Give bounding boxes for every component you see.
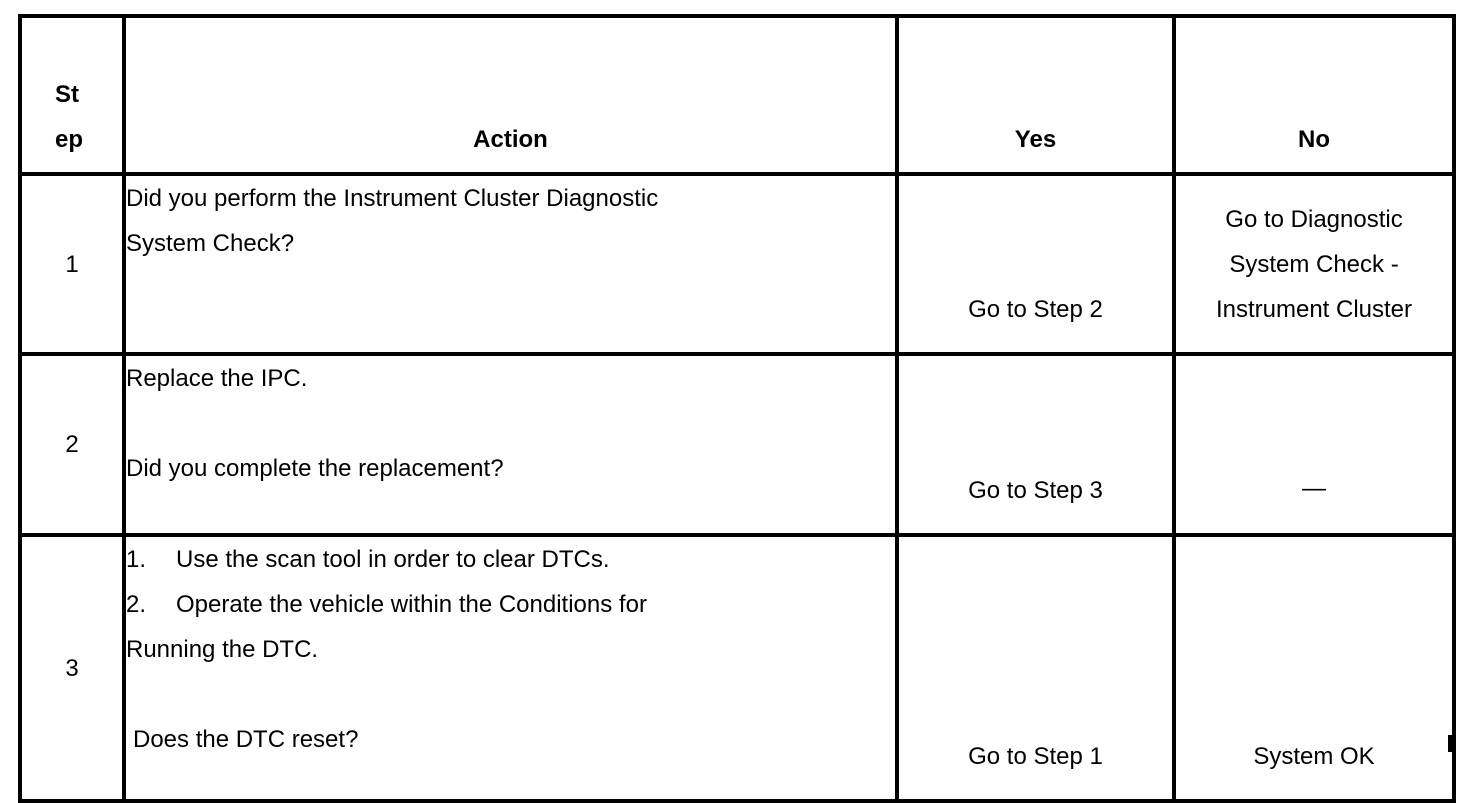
no-cell: — [1172, 352, 1456, 537]
list-item: 2. Operate the vehicle within the Conditi… [126, 582, 895, 627]
no-cell: System OK [1172, 533, 1456, 803]
action-blank-line [126, 401, 895, 446]
no-line: Instrument Cluster [1215, 295, 1413, 323]
action-question: Does the DTC reset? [133, 726, 359, 753]
column-header-yes: Yes [895, 14, 1176, 176]
next-row-partial [18, 735, 1452, 752]
table-row: 3 1. Use the scan tool in order to clear … [18, 533, 1456, 803]
step-number: 2 [18, 352, 126, 537]
action-cell: 1. Use the scan tool in order to clear DT… [122, 533, 899, 803]
list-marker: 2. [126, 591, 147, 618]
column-header-action: Action [122, 14, 899, 176]
step-number: 1 [18, 172, 126, 356]
border-segment [122, 735, 126, 752]
action-cell: Did you perform the Instrument Cluster D… [122, 172, 899, 356]
diagnostic-table-page: Step Action Yes No 1 Did you perform the… [18, 14, 1456, 803]
list-text: Use the scan tool in order to clear DTCs… [176, 546, 610, 573]
action-numbered-list: 1. Use the scan tool in order to clear DT… [126, 537, 895, 627]
step-number: 3 [18, 533, 126, 803]
column-header-step: Step [18, 14, 126, 176]
no-line: Go to Diagnostic [1225, 205, 1403, 233]
table-row: 1 Did you perform the Instrument Cluster… [18, 172, 1456, 356]
list-text: Operate the vehicle within the Condition… [176, 591, 647, 618]
table-row: 2 Replace the IPC. Did you complete the … [18, 352, 1456, 537]
yes-cell: Go to Step 3 [895, 352, 1176, 537]
column-header-no: No [1172, 14, 1456, 176]
action-line: Replace the IPC. [126, 365, 308, 392]
border-segment [1172, 735, 1176, 752]
action-line: Did you complete the replacement? [126, 455, 504, 482]
list-item: 1. Use the scan tool in order to clear DT… [126, 537, 895, 582]
table-header-row: Step Action Yes No [18, 14, 1456, 176]
action-line: System Check? [126, 230, 295, 257]
action-line: Did you perform the Instrument Cluster D… [126, 185, 659, 212]
list-marker: 1. [126, 546, 147, 573]
yes-cell: Go to Step 2 [895, 172, 1176, 356]
no-cell: Go to Diagnostic System Check - Instrume… [1172, 172, 1456, 356]
border-segment [18, 735, 22, 752]
border-segment [895, 735, 899, 752]
no-line: System Check - [1229, 250, 1399, 278]
diagnostic-step-table: Step Action Yes No 1 Did you perform the… [18, 14, 1456, 803]
action-wrap-line: Running the DTC. [126, 636, 319, 663]
yes-cell: Go to Step 1 [895, 533, 1176, 803]
action-cell: Replace the IPC. Did you complete the re… [122, 352, 899, 537]
action-blank-line [126, 672, 895, 717]
border-segment [1448, 735, 1452, 752]
